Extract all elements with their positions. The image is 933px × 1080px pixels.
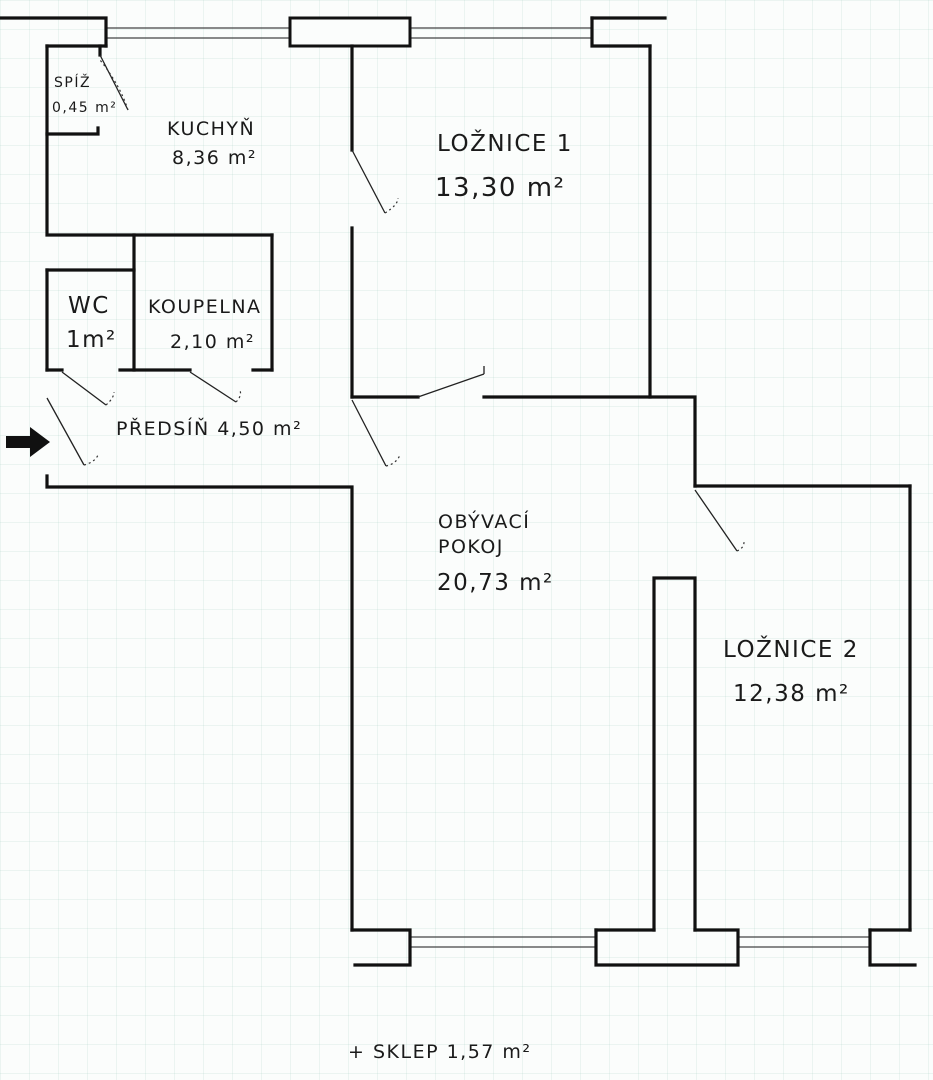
room-area-kuchyn: 8,36 m²	[172, 147, 257, 169]
room-area-koupelna: 2,10 m²	[170, 331, 255, 353]
room-label-obyvaci-2: POKOJ	[438, 536, 504, 558]
room-area-loznice2: 12,38 m²	[733, 681, 850, 707]
walls	[45, 44, 912, 932]
room-area-loznice1: 13,30 m²	[435, 173, 565, 203]
room-label-obyvaci-1: OBÝVACÍ	[438, 510, 530, 533]
room-label-loznice2: LOŽNICE 2	[723, 635, 859, 663]
room-label-kuchyn: KUCHYŇ	[167, 117, 255, 140]
entrance-arrow-icon	[6, 427, 50, 457]
room-area-spiz: 0,45 m²	[52, 100, 117, 116]
wall-pier	[288, 16, 412, 48]
footer-sklep: + SKLEP 1,57 m²	[348, 1041, 532, 1063]
bottom-windows	[350, 928, 917, 967]
doors	[46, 54, 745, 552]
room-area-wc: 1m²	[66, 327, 117, 353]
room-area-obyvaci: 20,73 m²	[437, 570, 554, 596]
room-label-predsin: PŘEDSÍŇ 4,50 m²	[116, 417, 302, 440]
room-label-koupelna: KOUPELNA	[148, 296, 262, 318]
top-windows	[0, 16, 667, 48]
room-label-wc: WC	[68, 293, 110, 319]
room-label-loznice1: LOŽNICE 1	[437, 129, 573, 157]
room-label-spiz: SPÍŽ	[54, 73, 91, 91]
